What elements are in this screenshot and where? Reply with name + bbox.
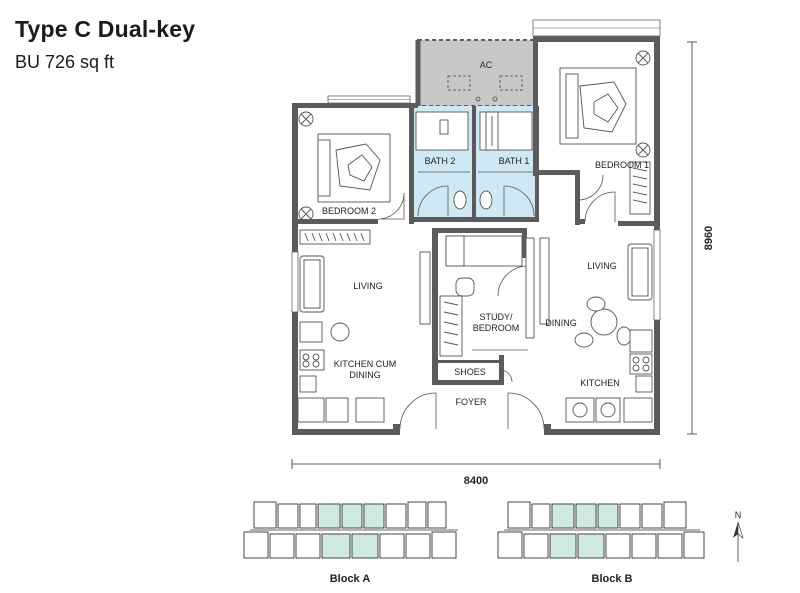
room-labels: AC BATH 2 BATH 1 BEDROOM 2 BEDROOM 1 LIV… — [322, 60, 649, 407]
label-bath-1: BATH 1 — [499, 156, 530, 166]
label-living-right: LIVING — [587, 261, 617, 271]
north-label: N — [735, 510, 742, 520]
bedroom-2 — [298, 111, 405, 245]
label-foyer: FOYER — [455, 397, 487, 407]
label-block-a: Block A — [330, 573, 371, 585]
wardrobe — [299, 229, 371, 245]
key-plan-block-a: Block A — [243, 501, 458, 585]
ac-area — [418, 40, 536, 106]
label-block-b: Block B — [592, 573, 633, 585]
dimension-lines: 8400 8960 — [291, 41, 715, 487]
plan-title: Type C Dual-key — [15, 16, 196, 42]
label-ac: AC — [480, 60, 493, 70]
dining-table — [330, 322, 350, 342]
label-bath-2: BATH 2 — [425, 156, 456, 166]
label-dining-right: DINING — [545, 318, 577, 328]
label-study: STUDY/ — [479, 312, 513, 322]
bathrooms — [415, 111, 535, 217]
windows — [291, 19, 661, 321]
north-arrow-icon: N — [733, 510, 744, 562]
dimension-width: 8400 — [464, 475, 488, 487]
wardrobe — [629, 161, 651, 215]
label-kitchen-cum: KITCHEN CUM — [334, 359, 397, 369]
tv-console — [539, 237, 550, 325]
label-bedroom-1: BEDROOM 1 — [595, 160, 649, 170]
label-living-left: LIVING — [353, 281, 383, 291]
foyer-door — [399, 369, 545, 430]
right-unit-furniture — [539, 237, 653, 423]
label-dining-left: DINING — [349, 370, 381, 380]
bedroom-1 — [559, 50, 651, 223]
plan-area: BU 726 sq ft — [15, 52, 115, 72]
ac-ledge — [415, 39, 537, 107]
left-unit-furniture — [297, 251, 431, 423]
label-bedroom-2: BEDROOM 2 — [322, 206, 376, 216]
dimension-depth: 8960 — [703, 226, 715, 250]
dining-table — [590, 308, 618, 336]
tv-console — [419, 251, 431, 325]
study-wardrobe — [439, 295, 463, 357]
key-plan-block-b: Block B — [497, 501, 705, 585]
label-kitchen: KITCHEN — [580, 378, 620, 388]
study — [439, 235, 535, 357]
label-shoes: SHOES — [454, 367, 486, 377]
highlight-unit — [317, 503, 341, 529]
label-study-bedroom: BEDROOM — [473, 323, 520, 333]
